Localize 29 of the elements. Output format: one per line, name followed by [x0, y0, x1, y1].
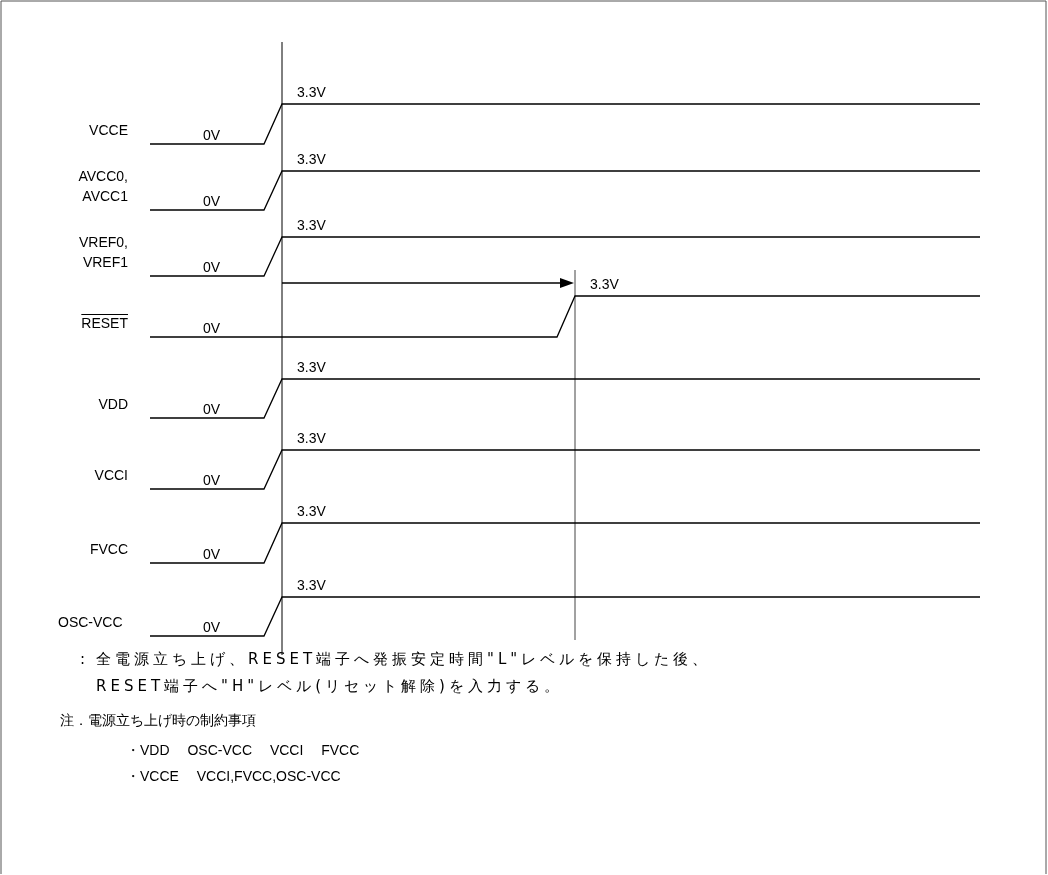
signal-name: VCCE [88, 121, 128, 140]
voltage-label: 0V [203, 319, 221, 338]
voltage-label: 3.3V [297, 429, 326, 448]
note-item: ・VCCE VCCI,FVCC,OSC-VCC [126, 767, 341, 786]
colon-mark: : [80, 649, 86, 670]
voltage-label: 0V [203, 400, 221, 419]
voltage-label: 0V [203, 618, 221, 637]
voltage-label: 0V [203, 258, 221, 277]
voltage-label: 3.3V [297, 502, 326, 521]
signal-name: VDD [97, 395, 128, 414]
signal-name: OSC-VCC [58, 613, 124, 632]
voltage-label: 0V [203, 192, 221, 211]
voltage-label: 0V [203, 471, 221, 490]
voltage-label: 3.3V [297, 216, 326, 235]
note-heading: 注．電源立ち上げ時の制約事項 [60, 711, 256, 730]
voltage-label: 0V [203, 545, 221, 564]
voltage-label: 3.3V [297, 358, 326, 377]
signal-name: VREF0, VREF1 [78, 233, 128, 272]
signal-name: AVCC0, AVCC1 [77, 167, 128, 206]
voltage-label: 3.3V [297, 576, 326, 595]
note-item: ・VDD OSC-VCC VCCI FVCC [126, 741, 360, 760]
voltage-label: 3.3V [590, 275, 619, 294]
signal-name: RESET [80, 314, 128, 333]
voltage-label: 0V [203, 126, 221, 145]
signal-name: FVCC [88, 540, 128, 559]
note-text: 全電源立ち上げ、RESET端子へ発振安定時間"L"レベルを保持した後、RESET端子へ"H"レベル(リセット解除)を入力する。 [96, 649, 713, 697]
voltage-label: 3.3V [297, 150, 326, 169]
signal-name: VCCI [93, 466, 128, 485]
voltage-label: 3.3V [297, 83, 326, 102]
